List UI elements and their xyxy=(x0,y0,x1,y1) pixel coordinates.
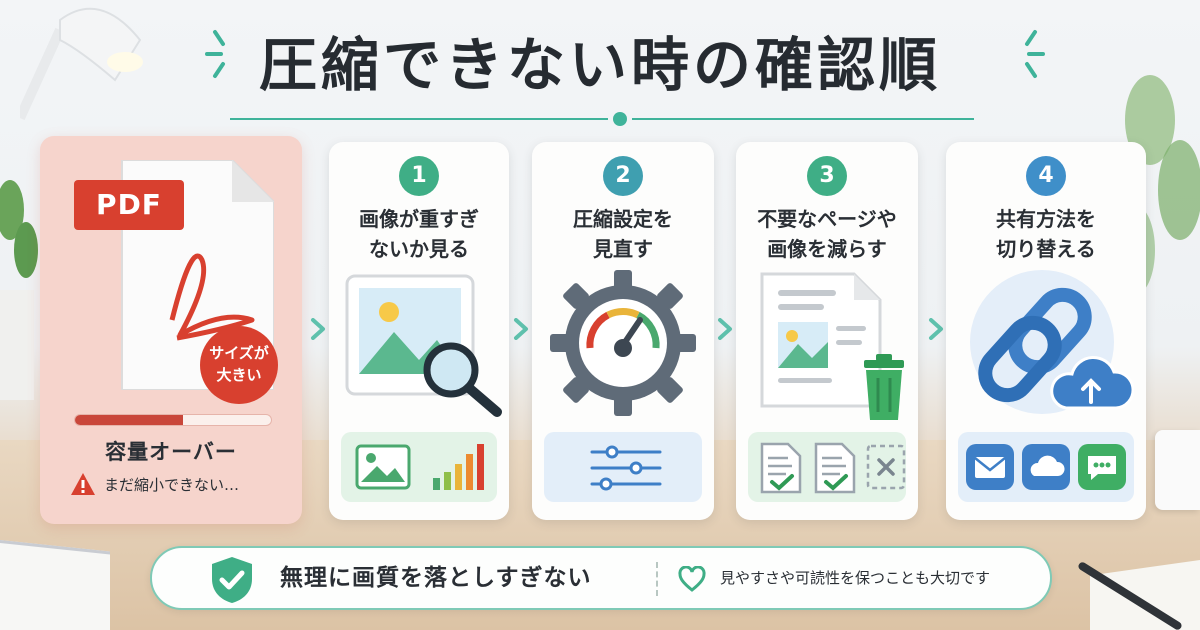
step-panel xyxy=(958,432,1134,502)
desk-lamp-icon xyxy=(20,7,143,120)
pdf-label: PDF xyxy=(74,180,184,230)
step-card-1: 1 画像が重すぎ ないか見る xyxy=(329,142,509,520)
sliders-icon xyxy=(590,445,662,491)
warning-text: まだ縮小できない… xyxy=(104,475,240,494)
cloud-icon xyxy=(1022,444,1070,490)
capacity-bar xyxy=(74,414,272,426)
step-title: 不要なページや 画像を減らす xyxy=(757,207,897,261)
page-check-icon xyxy=(814,442,856,494)
tip-separator xyxy=(656,562,658,596)
step-panel xyxy=(748,432,906,502)
document-trash-icon xyxy=(760,272,904,420)
mug-decoration xyxy=(1155,430,1200,510)
step-card-4: 4 共有方法を 切り替える xyxy=(946,142,1146,520)
step-panel xyxy=(544,432,702,502)
step-card-3: 3 不要なページや 画像を減らす xyxy=(736,142,918,520)
arrow-icon xyxy=(929,318,943,340)
step-card-2: 2 圧縮設定を 見直す xyxy=(532,142,714,520)
step-number: 4 xyxy=(1026,156,1066,196)
step-number: 3 xyxy=(807,156,847,196)
problem-card: PDF サイズが 大きい 容量オーバー まだ縮小できない… xyxy=(40,136,302,524)
sparkle-right-icon xyxy=(1025,30,1045,78)
notebook-decoration xyxy=(0,540,110,630)
step-title: 圧縮設定を 見直す xyxy=(573,207,673,261)
page-removed-icon xyxy=(866,444,906,490)
tip-main-text: 無理に画質を落としすぎない xyxy=(280,565,592,591)
step-panel xyxy=(341,432,497,502)
capacity-status: 容量オーバー xyxy=(105,440,237,464)
step-number: 1 xyxy=(399,156,439,196)
size-bubble: サイズが 大きい xyxy=(200,326,278,404)
link-cloud-icon xyxy=(970,270,1134,414)
arrow-icon xyxy=(514,318,528,340)
image-magnifier-icon xyxy=(345,274,502,417)
step-title: 画像が重すぎ ないか見る xyxy=(359,207,479,261)
arrow-icon xyxy=(718,318,732,340)
shield-check-icon xyxy=(212,557,252,603)
sparkle-left-icon xyxy=(205,30,225,78)
tip-sub-text: 見やすさや可読性を保つことも大切です xyxy=(720,569,991,587)
page-check-icon xyxy=(760,442,802,494)
heart-icon xyxy=(678,566,706,592)
plant-left-icon xyxy=(0,180,38,400)
capacity-bar-fill xyxy=(75,415,183,425)
title-rule-dot xyxy=(613,112,627,126)
title-area: 圧縮できない時の確認順 xyxy=(0,20,1200,110)
title-rule-left xyxy=(230,118,608,120)
step-number: 2 xyxy=(603,156,643,196)
image-file-icon xyxy=(355,444,411,490)
size-bars-icon xyxy=(433,444,484,490)
warning-row: まだ縮小できない… xyxy=(70,472,239,496)
warning-icon xyxy=(71,473,95,495)
mail-icon xyxy=(966,444,1014,490)
gear-gauge-icon xyxy=(550,270,696,416)
step-title: 共有方法を 切り替える xyxy=(996,207,1096,261)
chat-icon xyxy=(1078,444,1126,490)
arrow-icon xyxy=(311,318,325,340)
title-rule-right xyxy=(632,118,974,120)
tip-bar: 無理に画質を落としすぎない 見やすさや可読性を保つことも大切です xyxy=(150,546,1052,610)
page-title: 圧縮できない時の確認順 xyxy=(258,31,941,99)
